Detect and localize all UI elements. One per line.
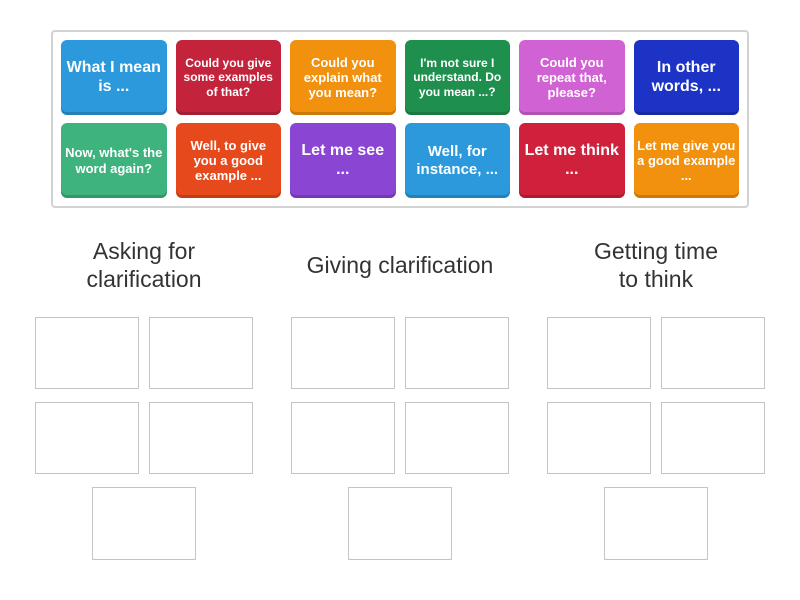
group-title-line: clarification (86, 266, 202, 292)
group-title: Asking for clarification (35, 232, 253, 298)
drop-slot[interactable] (348, 487, 452, 560)
drop-slot[interactable] (35, 402, 139, 474)
drop-slot[interactable] (661, 402, 765, 474)
tray-tile-12[interactable]: Let me give you a good example ... (633, 123, 739, 198)
slot-grid (547, 317, 765, 474)
group-title-line: Giving clarification (306, 252, 494, 278)
group-title-line: to think (618, 266, 694, 292)
group-getting-time-to-think: Getting time to think (547, 232, 765, 560)
drop-slot[interactable] (547, 402, 651, 474)
tray-tile-9[interactable]: Let me see ... (290, 123, 396, 198)
drop-slot[interactable] (92, 487, 196, 560)
drop-slot[interactable] (149, 402, 253, 474)
group-sort-activity: What I mean is ... Could you give some e… (0, 30, 800, 560)
tray-tile-10[interactable]: Well, for instance, ... (404, 123, 510, 198)
tray-tile-5[interactable]: Could you repeat that, please? (519, 40, 625, 115)
group-title-line: Asking for (92, 238, 196, 264)
drop-slot[interactable] (291, 402, 395, 474)
tray-tile-4[interactable]: I'm not sure I understand. Do you mean .… (404, 40, 510, 115)
drop-slot[interactable] (661, 317, 765, 389)
drop-slot[interactable] (149, 317, 253, 389)
tray-tile-7[interactable]: Now, what's the word again? (61, 123, 167, 198)
tile-tray: What I mean is ... Could you give some e… (51, 30, 749, 208)
slot-grid (35, 317, 253, 474)
drop-slot[interactable] (405, 317, 509, 389)
groups-area: Asking for clarification Giving clarific… (0, 232, 800, 560)
drop-slot[interactable] (291, 317, 395, 389)
group-giving-clarification: Giving clarification (291, 232, 509, 560)
drop-slot[interactable] (35, 317, 139, 389)
drop-slot[interactable] (547, 317, 651, 389)
group-title: Getting time to think (547, 232, 765, 298)
tray-tile-1[interactable]: What I mean is ... (61, 40, 167, 115)
tray-tile-3[interactable]: Could you explain what you mean? (290, 40, 396, 115)
group-asking-for-clarification: Asking for clarification (35, 232, 253, 560)
tray-tile-2[interactable]: Could you give some examples of that? (175, 40, 281, 115)
slot-grid (291, 317, 509, 474)
drop-slot[interactable] (405, 402, 509, 474)
group-title: Giving clarification (291, 232, 509, 298)
tray-tile-6[interactable]: In other words, ... (633, 40, 739, 115)
tray-tile-11[interactable]: Let me think ... (519, 123, 625, 198)
tray-tile-8[interactable]: Well, to give you a good example ... (175, 123, 281, 198)
drop-slot[interactable] (604, 487, 708, 560)
group-title-line: Getting time (594, 238, 718, 264)
